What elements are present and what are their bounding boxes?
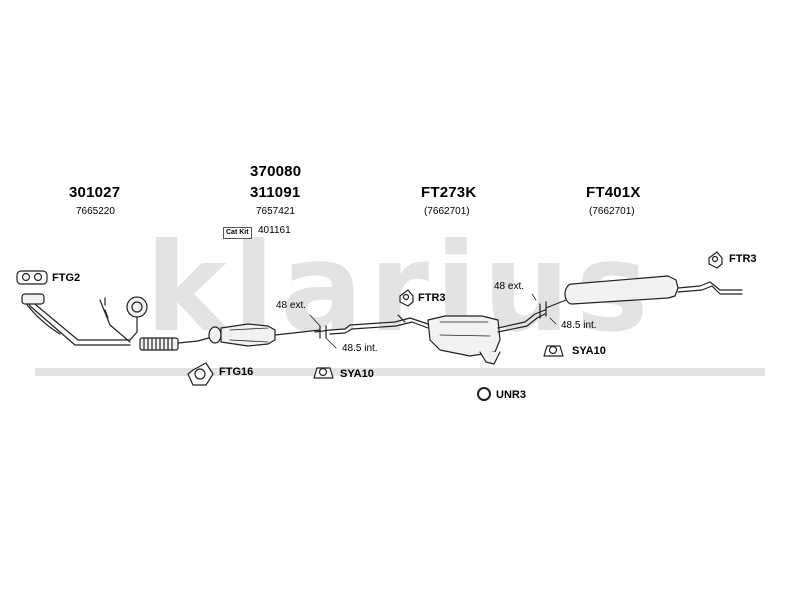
catkit-badge: Cat Kit — [223, 227, 252, 239]
ftr3-rear-icon — [708, 251, 723, 269]
ftg2-icon — [16, 270, 48, 285]
catkit-value: 401161 — [258, 225, 291, 236]
section-2-ref: 7657421 — [256, 206, 295, 217]
part-label-ftg2: FTG2 — [52, 272, 81, 284]
catalytic-converter — [197, 323, 321, 347]
front-int-dimension: 48.5 int. — [342, 343, 378, 354]
section-3-ref: (7662701) — [424, 206, 470, 217]
ftg16-icon — [187, 362, 214, 386]
rear-silencer — [545, 275, 743, 309]
section-4-code: FT401X — [586, 184, 641, 201]
section-1-code: 301027 — [69, 184, 121, 201]
part-label-unr3: UNR3 — [496, 389, 526, 401]
front-ext-dimension: 48 ext. — [276, 300, 307, 311]
intermediate-pipe — [329, 314, 429, 335]
part-label-sya10-front: SYA10 — [340, 368, 374, 380]
part-label-sya10-rear: SYA10 — [572, 345, 606, 357]
front-joint — [309, 314, 337, 349]
rear-int-dimension: 48.5 int. — [561, 320, 597, 331]
section-2-code-1: 370080 — [250, 163, 302, 180]
front-downpipe — [21, 293, 199, 351]
part-label-ftr3-mid: FTR3 — [418, 292, 446, 304]
section-2-code-2: 311091 — [250, 184, 301, 201]
section-1-ref: 7665220 — [76, 206, 115, 217]
section-3-code: FT273K — [421, 184, 477, 201]
section-4-ref: (7662701) — [589, 206, 635, 217]
lambda-sensor-icon — [126, 296, 148, 341]
unr3-icon — [477, 387, 491, 401]
rear-joint — [531, 293, 557, 325]
rear-ext-dimension: 48 ext. — [494, 281, 525, 292]
ftr3-mid-icon — [399, 289, 414, 307]
sya10-rear-icon — [543, 345, 564, 357]
part-label-ftr3-rear: FTR3 — [729, 253, 757, 265]
part-label-ftg16: FTG16 — [219, 366, 254, 378]
sya10-front-icon — [313, 367, 334, 379]
